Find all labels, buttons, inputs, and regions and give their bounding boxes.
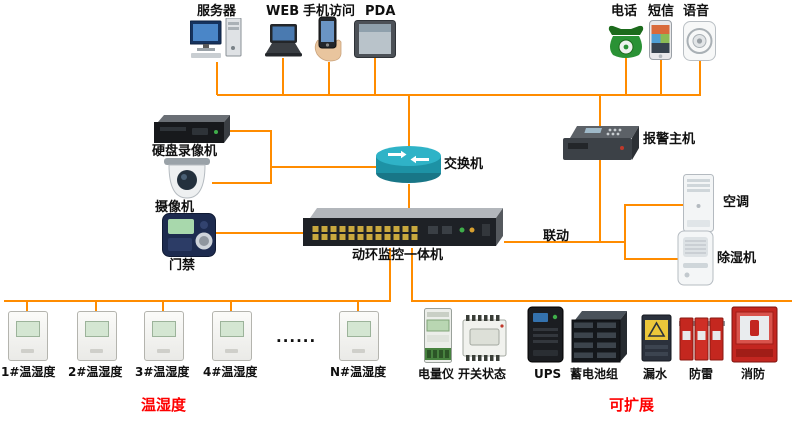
sensor-stub-line	[95, 300, 97, 313]
sensor-stub-line	[230, 300, 232, 313]
water-leak-label: 漏水	[643, 367, 668, 381]
unit-down-line-2	[411, 248, 413, 302]
ups-icon	[527, 306, 564, 363]
camera-link-line	[212, 182, 272, 184]
camera-label: 摄像机	[155, 200, 195, 215]
surge-protector-icon	[679, 317, 725, 362]
sensor-label-4: 4#温湿度	[203, 365, 258, 379]
laptop-icon	[263, 24, 303, 58]
sensor-label-1: 1#温湿度	[1, 365, 56, 379]
alarm-to-linkage-line	[599, 160, 601, 243]
server-label: 服务器	[197, 4, 237, 19]
battery-label: 蓄电池组	[570, 367, 619, 381]
sensor-label-n: N#温湿度	[330, 365, 387, 379]
mobile-label: 手机访问	[303, 4, 356, 19]
sensor-stub-line	[357, 300, 359, 313]
server-icon	[189, 17, 244, 62]
sensor-stub-line	[26, 300, 28, 313]
access-label: 门禁	[169, 258, 196, 273]
pda-icon	[354, 20, 396, 58]
linkage-line	[504, 241, 626, 243]
expand-section-label: 可扩展	[609, 396, 655, 414]
switch-label: 交换机	[444, 157, 484, 172]
unit-down-line-1	[389, 248, 391, 302]
web-label: WEB	[266, 4, 300, 19]
switch-to-unit-line	[408, 184, 410, 210]
speaker-icon	[683, 21, 716, 61]
monitoring-unit-icon	[302, 206, 504, 248]
network-switch-icon	[375, 145, 442, 185]
sensor-ellipsis: ......	[276, 328, 317, 346]
battery-bank-icon	[571, 310, 628, 363]
mobile-drop-line	[328, 62, 330, 95]
linkage-label: 联动	[543, 229, 570, 244]
sensor-bus-line	[4, 300, 391, 302]
dehumidifier-label: 除湿机	[717, 251, 757, 266]
junction-to-switch-line	[270, 166, 378, 168]
sensor-label-3: 3#温湿度	[135, 365, 190, 379]
sms-phone-icon	[649, 20, 672, 60]
ups-label: UPS	[534, 367, 562, 381]
surge-label: 防雷	[689, 367, 714, 381]
ac-link-line	[624, 204, 686, 206]
top-bus-line	[217, 94, 701, 96]
bus-to-switch-line	[408, 94, 410, 147]
mobile-access-icon	[310, 16, 346, 62]
fire-cabinet-icon	[731, 306, 778, 363]
switch-status-icon	[462, 314, 507, 362]
dvr-link-line	[230, 130, 272, 132]
server-drop-line	[216, 62, 218, 95]
alarm-label: 报警主机	[643, 132, 696, 147]
alarm-host-icon	[562, 124, 640, 162]
access-control-icon	[162, 213, 216, 257]
temp-humidity-sensor	[8, 311, 48, 361]
dehumidifier-icon	[677, 230, 714, 286]
temp-humidity-sensor	[339, 311, 379, 361]
pda-drop-line	[374, 58, 376, 95]
sensor-stub-line	[162, 300, 164, 313]
temp-humidity-sensor	[212, 311, 252, 361]
power-meter-icon	[424, 308, 452, 363]
dome-camera-icon	[162, 158, 212, 200]
sms-label: 短信	[648, 4, 675, 19]
water-leak-icon	[641, 314, 672, 362]
ac-label: 空调	[723, 195, 750, 210]
dehumidifier-link-line	[624, 258, 680, 260]
telephone-icon	[606, 22, 646, 58]
fire-label: 消防	[741, 367, 766, 381]
left-junction-line	[270, 130, 272, 184]
voice-drop-line	[699, 61, 701, 95]
temp-humidity-sensor	[144, 311, 184, 361]
sms-drop-line	[660, 60, 662, 95]
air-conditioner-icon	[683, 174, 714, 232]
phone-label: 电话	[611, 4, 638, 19]
expand-bus-line	[411, 300, 792, 302]
web-drop-line	[282, 58, 284, 95]
phone-drop-line	[625, 58, 627, 95]
sensors-section-label: 温湿度	[141, 396, 187, 414]
switch-status-label: 开关状态	[458, 367, 507, 381]
bus-to-alarm-line	[599, 94, 601, 127]
dvr-label: 硬盘录像机	[152, 144, 218, 159]
dvr-icon	[154, 114, 230, 144]
voice-label: 语音	[683, 4, 710, 19]
pda-label: PDA	[365, 4, 396, 19]
unit-label: 动环监控一体机	[352, 248, 444, 263]
power-meter-label: 电量仪	[418, 367, 455, 381]
temp-humidity-sensor	[77, 311, 117, 361]
right-branch-line	[624, 204, 626, 260]
access-link-line	[216, 232, 304, 234]
sensor-label-2: 2#温湿度	[68, 365, 123, 379]
